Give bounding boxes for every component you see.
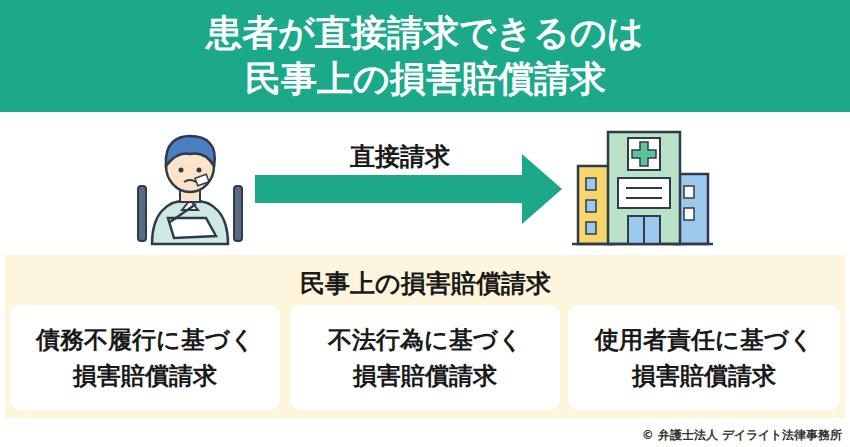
title-text: 患者が直接請求できるのは 民事上の損害賠償請求 [125, 10, 725, 102]
window [684, 186, 694, 198]
mouth [184, 180, 196, 182]
hospital-illustration [570, 126, 715, 248]
hair [166, 136, 215, 166]
chair-handle [138, 186, 146, 241]
sign-board [618, 178, 670, 208]
box-text: 使用者責任に基づく 損害賠償請求 [568, 322, 840, 394]
claim-box: 不法行為に基づく 損害賠償請求 [290, 305, 560, 410]
window [586, 178, 596, 190]
box-text: 不法行為に基づく 損害賠償請求 [290, 322, 560, 394]
entrance-door [628, 216, 660, 244]
window [586, 222, 596, 234]
sling-strap [170, 204, 196, 222]
sign-line [626, 197, 662, 199]
claim-box: 債務不履行に基づく 損害賠償請求 [10, 305, 280, 410]
bandage [195, 174, 209, 186]
patient-body [152, 200, 228, 244]
copyright-note: © 弁護士法人 デイライト法律事務所 [642, 427, 842, 444]
window [684, 208, 694, 220]
claim-box: 使用者責任に基づく 損害賠償請求 [568, 305, 840, 410]
eye [197, 168, 202, 173]
claim-panel: 民事上の損害賠償請求債務不履行に基づく 損害賠償請求不法行為に基づく 損害賠償請… [5, 255, 845, 418]
box-text: 債務不履行に基づく 損害賠償請求 [10, 322, 280, 394]
cross-panel [628, 138, 660, 170]
eye [179, 168, 184, 173]
chair-handle [234, 186, 242, 241]
panel-heading: 民事上の損害賠償請求 [5, 267, 845, 300]
ground-line [572, 243, 713, 246]
arm-sling [168, 218, 216, 238]
window [586, 200, 596, 212]
door-split [643, 216, 645, 244]
sign-line [626, 187, 662, 189]
building-center [608, 132, 680, 244]
patient-illustration [130, 126, 250, 246]
arrow-label: 直接請求 [330, 140, 470, 173]
red-cross [632, 142, 656, 166]
